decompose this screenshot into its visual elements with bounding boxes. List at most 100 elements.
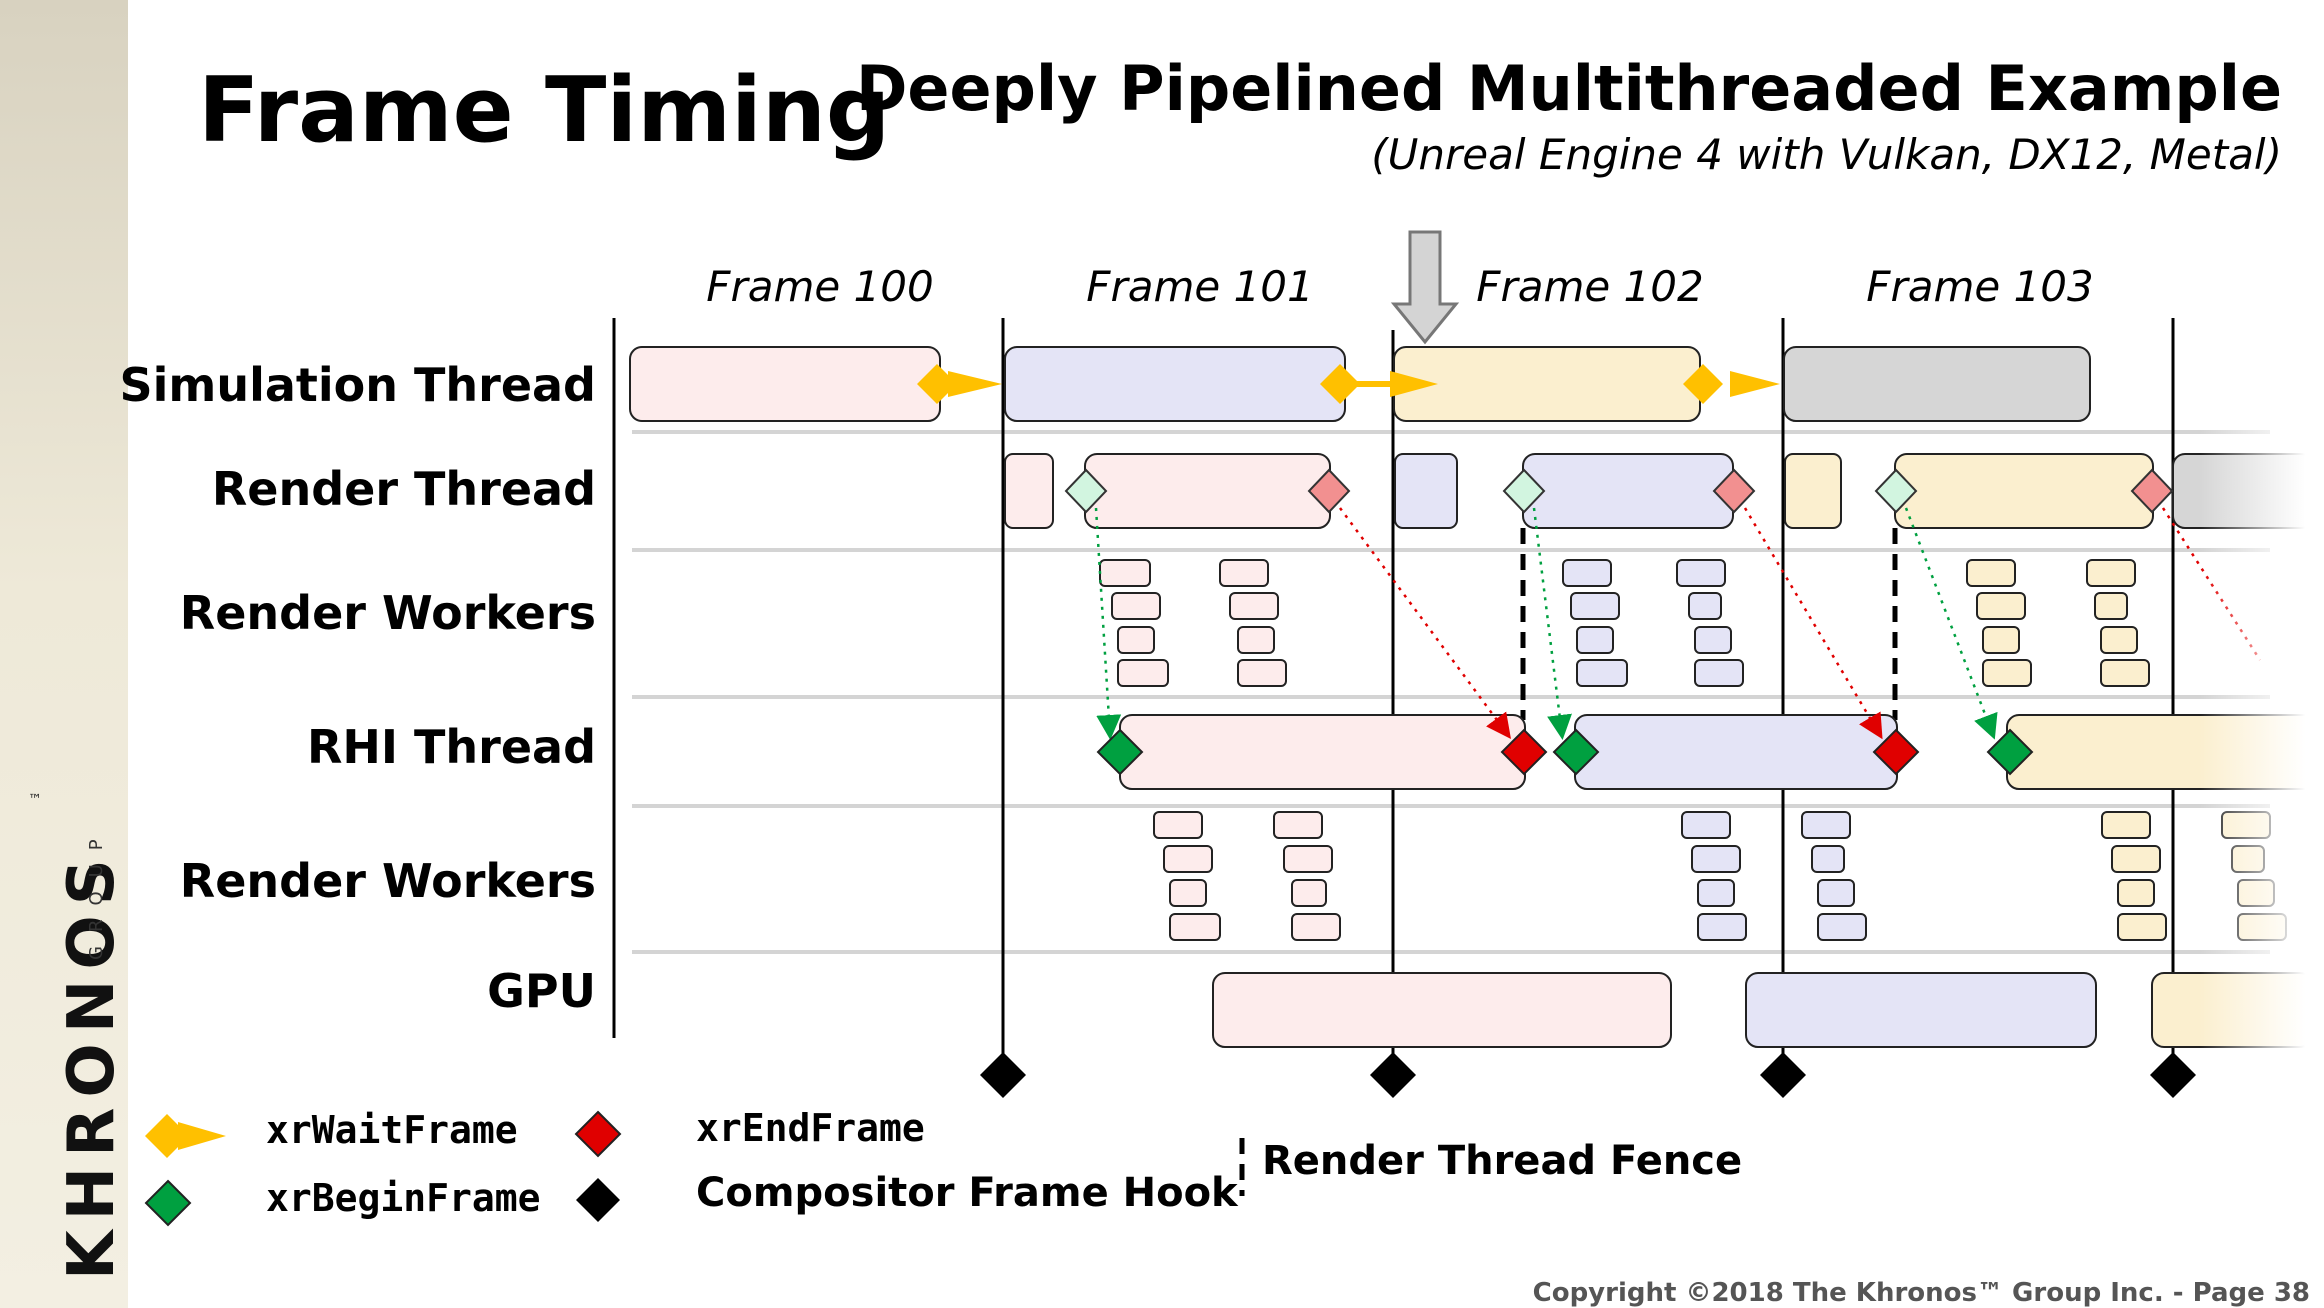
compositor-hook-icon [1370,1052,1416,1098]
legend-wait-frame-icon [145,1114,226,1158]
worker-task [2117,879,2155,907]
end-link [1338,507,1511,740]
begin-frame-light-icon [1502,468,1546,514]
legend-glyphs [144,1110,1245,1227]
gpu-bar-frame-100 [1212,972,1672,1048]
lane-label-render-thread: Render Thread [211,462,596,516]
begin-frame-icon [1552,728,1600,776]
worker-task [1697,879,1735,907]
worker-task [1811,845,1845,873]
worker-task [1681,811,1731,839]
end-frame-icon [1872,728,1920,776]
page-title: Frame Timing [198,58,891,163]
xr-wait-frame-markers [917,364,1780,404]
end-frame-light-icon [1307,468,1351,514]
worker-task [1099,559,1151,587]
worker-task [1976,592,2026,620]
worker-task [2094,592,2128,620]
render-end-markers [1307,468,2174,514]
render-begin-markers [1064,468,1918,514]
current-time-arrow-icon [1390,230,1460,345]
begin-link [1094,507,1122,740]
sim-bar-frame-103 [1783,346,2091,422]
lane-label-render-workers-1: Render Workers [179,586,596,640]
worker-task [2101,811,2151,839]
right-edge-fade [2200,330,2324,1090]
begin-frame-light-icon [1064,468,1108,514]
worker-task [1117,626,1155,654]
worker-task [2117,913,2167,941]
worker-task [1283,845,1333,873]
begin-frame-icon [1096,728,1144,776]
end-link [1743,507,1883,740]
legend-end-frame-label: xrEndFrame [696,1106,925,1150]
rhi-end-markers [1500,728,1920,776]
legend-fence-label: Render Thread Fence [1262,1138,1743,1184]
worker-task [1576,626,1614,654]
rhi-bar-frame-100 [1119,714,1526,790]
compositor-hook-icon [980,1052,1026,1098]
slide-subtitle-note: (Unreal Engine 4 with Vulkan, DX12, Meta… [1371,130,2282,179]
worker-task [1966,559,2016,587]
worker-task [1982,659,2032,687]
worker-task [2111,845,2161,873]
worker-task [1229,592,1279,620]
worker-task [1694,659,1744,687]
sim-bar-frame-102 [1393,346,1701,422]
lane-label-gpu: GPU [487,964,596,1018]
begin-link [1532,507,1572,740]
lane-label-render-workers-2: Render Workers [179,854,596,908]
worker-task [1153,811,1203,839]
worker-task [1117,659,1169,687]
worker-task [1169,879,1207,907]
worker-task [1237,626,1275,654]
slide-subtitle: Deeply Pipelined Multithreaded Example [855,52,2282,125]
compositor-hook-icon [1760,1052,1806,1098]
worker-task [1273,811,1323,839]
legend-compositor-hook-icon [576,1178,620,1222]
render-workers-top [1099,559,2150,687]
compositor-frame-hooks [980,1052,2196,1098]
worker-task [1697,913,1747,941]
worker-task [1111,592,1161,620]
legend-begin-frame-label: xrBeginFrame [266,1176,541,1220]
render-workers-bottom [1153,811,2287,941]
worker-task [1817,879,1855,907]
sim-bar-frame-100 [629,346,941,422]
legend-end-frame-icon [574,1110,622,1158]
wait-frame-icon [1683,364,1780,404]
copyright-footer: Copyright ©2018 The Khronos™ Group Inc. … [1532,1278,2310,1308]
wait-frame-icon [917,364,1002,404]
begin-frame-light-icon [1874,468,1918,514]
worker-task [1237,659,1287,687]
worker-task [1169,913,1221,941]
worker-task [1688,592,1722,620]
legend-wait-frame-label: xrWaitFrame [266,1108,518,1152]
dependency-arrows [1094,507,2262,740]
frame-label-103: Frame 103 [1866,262,2094,311]
render-bar-small [1784,453,1842,529]
worker-task [1817,913,1867,941]
worker-task [2100,626,2138,654]
begin-frame-icon [1986,728,2034,776]
khronos-sidebar [0,0,128,1308]
rhi-begin-markers [1096,728,2034,776]
end-frame-light-icon [1712,468,1756,514]
frame-label-102: Frame 102 [1476,262,1704,311]
worker-task [1219,559,1269,587]
end-frame-light-icon [2130,468,2174,514]
worker-task [1562,559,1612,587]
gpu-bar-frame-101 [1745,972,2097,1048]
render-bar-small [1004,453,1054,529]
worker-task [1982,626,2020,654]
worker-task [1291,879,1327,907]
compositor-hook-icon [2150,1052,2196,1098]
legend-compositor-hook-label: Compositor Frame Hook [696,1170,1238,1216]
frame-label-100: Frame 100 [706,262,934,311]
worker-task [1576,659,1628,687]
begin-link [1904,507,1998,740]
rhi-bar-frame-101 [1574,714,1898,790]
lane-label-simulation-thread: Simulation Thread [119,358,597,412]
frame-label-101: Frame 101 [1086,262,1314,311]
